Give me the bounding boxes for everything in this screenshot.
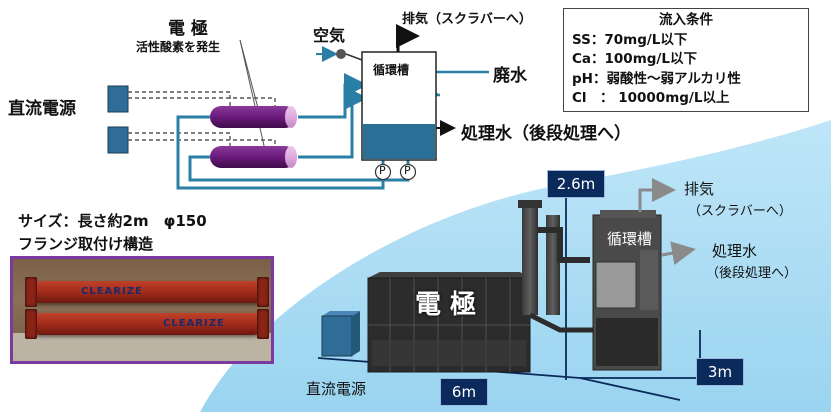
electrode-tube-1	[210, 106, 297, 128]
equipment-exhaust-label: 排気	[684, 180, 715, 198]
photo-pipe-text-2: CLEARIZE	[163, 318, 225, 329]
photo-flange-4	[257, 309, 269, 339]
pump-2-label: P	[404, 164, 411, 177]
photo-flange-2	[257, 277, 269, 307]
photo-flange-1	[25, 277, 37, 307]
exhaust-callout-arrow	[638, 178, 676, 212]
exhaust-pipe	[396, 24, 420, 52]
tank-label: 循環槽	[373, 63, 410, 77]
dc-power-unit	[321, 311, 360, 357]
height-dimension: 2.6m	[547, 170, 605, 198]
air-label: 空気	[313, 26, 346, 45]
equipment-tank-label: 循環槽	[607, 230, 653, 248]
exhaust-stack-2	[546, 215, 560, 315]
depth-dimension: 3m	[696, 358, 744, 386]
condition-ph: pH：弱酸性～弱アルカリ性	[572, 70, 741, 87]
power-box-1	[107, 85, 129, 113]
pump-2	[399, 163, 417, 181]
electrode-tube-2	[210, 146, 297, 168]
electrode-photo: CLEARIZE CLEARIZE	[10, 256, 274, 364]
electrode-subtitle: 活性酸素を発生	[136, 40, 221, 54]
inflow-conditions-title: 流入条件	[659, 12, 713, 28]
electrode-title: 電 極	[168, 19, 208, 39]
electrode-cabinet	[367, 272, 531, 373]
power-box-2	[107, 126, 129, 154]
photo-pipe-text-1: CLEARIZE	[81, 286, 143, 297]
flange-caption: フランジ取付け構造	[18, 235, 154, 253]
air-valve	[336, 49, 346, 59]
wastewater-label: 廃水	[493, 66, 527, 86]
exhaust-stack-1	[522, 205, 538, 315]
condition-ca: Ca：100mg/L以下	[572, 51, 697, 67]
piping	[176, 70, 489, 190]
dc-power-label: 直流電源	[8, 99, 76, 119]
inflow-conditions-box: 流入条件 SS：70mg/L以下 Ca：100mg/L以下 pH：弱酸性～弱アル…	[563, 8, 809, 112]
exhaust-label: 排気（スクラバーへ）	[402, 12, 532, 27]
equipment-electrode-label: 電 極	[415, 290, 477, 320]
equipment-treated-label: 処理水	[712, 242, 758, 260]
equipment-exhaust-sub: （スクラバーへ）	[688, 204, 792, 219]
electrode-callout	[239, 39, 266, 151]
condition-cl: Cl ： 10000mg/L以上	[572, 90, 730, 106]
condition-ss: SS：70mg/L以下	[572, 31, 688, 48]
width-dimension: 6m	[440, 378, 488, 406]
photo-pipe-1	[29, 281, 265, 303]
equipment-treated-sub: （後段処理へ）	[706, 266, 798, 281]
pump-1-label: P	[379, 164, 386, 177]
tank-water	[363, 124, 435, 159]
circulation-tank-unit	[592, 210, 662, 371]
photo-floor	[13, 333, 271, 361]
size-caption: サイズ：長さ約2m φ150	[18, 212, 207, 230]
pump-1	[374, 163, 392, 181]
photo-pipe-2	[29, 313, 265, 335]
treated-callout-arrow	[661, 241, 696, 265]
equipment-dc-power-label: 直流電源	[306, 380, 367, 398]
photo-flange-3	[25, 309, 37, 339]
treated-water-label: 処理水（後段処理へ）	[461, 124, 631, 144]
